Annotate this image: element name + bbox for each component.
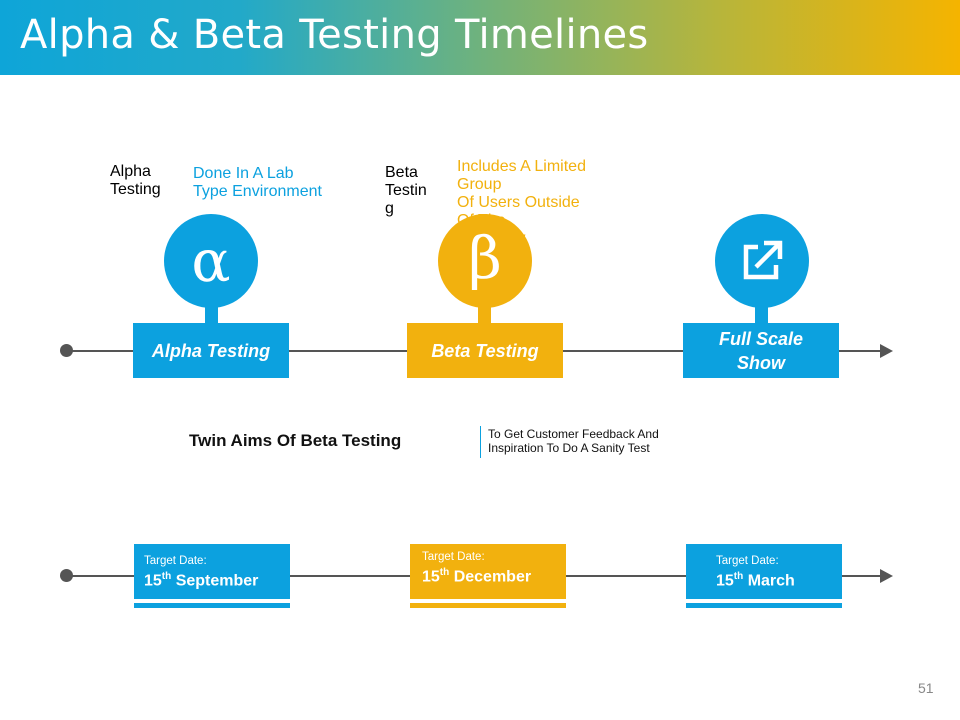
target-date-month: March <box>747 572 795 590</box>
beta-note-label-line: g <box>385 200 394 217</box>
alpha-symbol-icon: α <box>164 214 258 308</box>
target-date-underline <box>686 603 842 608</box>
alpha-note-desc-line: Type Environment <box>193 183 322 200</box>
target-date-month: September <box>175 572 259 590</box>
alpha-testing-stage: Alpha Testing <box>133 323 289 378</box>
alpha-note-desc-line: Done In A Lab <box>193 165 294 182</box>
alpha-note-description: Done In A Lab Type Environment <box>193 165 323 201</box>
twin-aims-description: To Get Customer Feedback And Inspiration… <box>488 427 688 455</box>
target-date-suffix: th <box>161 571 172 582</box>
twin-aims-title: Twin Aims Of Beta Testing <box>189 431 402 450</box>
beta-note-label-line: Beta <box>385 164 418 181</box>
full-scale-label-line: Full Scale <box>718 328 804 349</box>
beta-testing-stage: Beta Testing <box>407 323 563 378</box>
full-scale-show-stage: Full Scale Show <box>683 323 839 378</box>
target-date-march: Target Date: 15th March <box>686 544 842 599</box>
expand-arrow-glyph <box>743 240 783 280</box>
target-date-underline <box>410 603 566 608</box>
target-date-underline <box>134 603 290 608</box>
target-date-label: Target Date: <box>144 555 207 567</box>
target-date-month: December <box>453 568 532 586</box>
beta-testing-stage-label: Beta Testing <box>431 340 539 361</box>
target-date-value: 15th December <box>422 567 531 586</box>
beta-note-desc-line: Includes A Limited Group <box>457 158 586 193</box>
full-scale-connector <box>755 307 768 323</box>
alpha-testing-stage-label: Alpha Testing <box>151 340 271 361</box>
stage-timeline-start-dot <box>60 344 73 357</box>
target-date-day: 15 <box>422 568 440 586</box>
alpha-note-label-line: Testing <box>110 181 161 198</box>
date-timeline-arrow-icon <box>880 569 893 583</box>
target-date-value: 15th March <box>716 571 795 590</box>
stage-timeline-arrow-icon <box>880 344 893 358</box>
target-date-day: 15 <box>716 572 734 590</box>
twin-aims-desc-line: Inspiration To Do A Sanity Test <box>488 441 650 455</box>
beta-symbol: β <box>468 224 502 292</box>
beta-note-label-line: Testin <box>385 182 427 199</box>
page-number: 51 <box>918 680 934 696</box>
expand-arrow-icon <box>715 214 809 308</box>
twin-aims-divider <box>480 426 481 458</box>
alpha-note-label-line: Alpha <box>110 163 151 180</box>
target-date-day: 15 <box>144 572 162 590</box>
date-timeline-start-dot <box>60 569 73 582</box>
full-scale-label-line: Show <box>736 352 785 373</box>
twin-aims-desc-line: To Get Customer Feedback And <box>488 427 659 441</box>
target-date-label: Target Date: <box>716 555 779 567</box>
alpha-connector <box>205 307 218 323</box>
target-date-value: 15th September <box>144 571 258 590</box>
target-date-september: Target Date: 15th September <box>134 544 290 599</box>
target-date-suffix: th <box>439 567 450 578</box>
full-scale-show-stage-label: Full Scale Show <box>719 327 803 375</box>
title-banner: Alpha & Beta Testing Timelines <box>0 0 960 75</box>
target-date-december: Target Date: 15th December <box>410 544 566 599</box>
target-date-label: Target Date: <box>422 551 485 563</box>
target-date-suffix: th <box>733 571 744 582</box>
beta-symbol-icon: β <box>438 214 532 308</box>
beta-connector <box>478 307 491 323</box>
alpha-note-label: Alpha Testing <box>110 163 176 199</box>
slide-title: Alpha & Beta Testing Timelines <box>20 12 649 58</box>
beta-note-label: Beta Testin g <box>385 164 435 218</box>
alpha-symbol: α <box>191 227 231 295</box>
